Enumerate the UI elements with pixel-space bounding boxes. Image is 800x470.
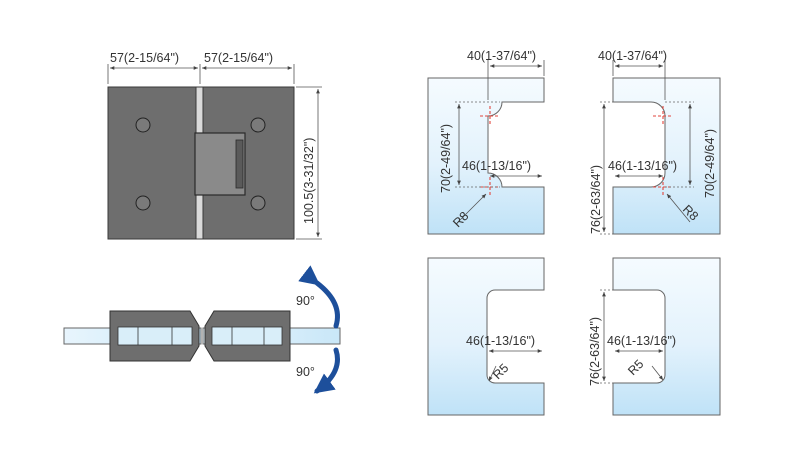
screw-icon (135, 117, 151, 133)
cutout-depth-label: 46(1-13/16") (608, 159, 677, 173)
glass-cutout-top-right (612, 77, 721, 235)
screw-icon (135, 195, 151, 211)
hinge-dimension-lines (107, 64, 322, 240)
cutout-top-right-dimensions (600, 60, 694, 235)
rotate-up-arrow-icon (298, 265, 340, 329)
rotation-angle-top-label: 90° (296, 294, 315, 308)
cutout-depth-label: 46(1-13/16") (607, 334, 676, 348)
hinge-width-right-label: 57(2-15/64") (204, 51, 273, 65)
hinge-knuckle-side (235, 139, 244, 189)
cutout-bottom-right-dimensions (600, 289, 664, 384)
cutout-top-left-dimensions (455, 60, 545, 223)
cutout-depth-label: 46(1-13/16") (466, 334, 535, 348)
radius-r5-label: R5 (490, 361, 511, 382)
cutout-height-70-label: 70(2-49/64") (703, 129, 717, 198)
rotate-down-arrow-icon (313, 347, 340, 394)
hinge-front-view (107, 86, 295, 240)
cutout-depth-label: 46(1-13/16") (462, 159, 531, 173)
cutout-bottom-left-dimensions (488, 349, 542, 382)
cutout-height-76-label: 76(2-63/64") (588, 317, 602, 386)
cutout-width-label: 40(1-37/64") (467, 49, 536, 63)
glass-cutout-bottom-left (427, 257, 545, 416)
hinge-height-label: 100.5(3-31/32") (302, 138, 316, 224)
hinge-width-left-label: 57(2-15/64") (110, 51, 179, 65)
rotation-angle-bottom-label: 90° (296, 365, 315, 379)
cutout-height-70-label: 70(2-49/64") (439, 124, 453, 193)
screw-icon (250, 195, 266, 211)
cutout-height-76-label: 76(2-63/64") (589, 165, 603, 234)
hinge-left-plate (107, 86, 197, 240)
hinge-side-view (63, 310, 341, 362)
radius-r5-label: R5 (625, 357, 646, 378)
screw-icon (250, 117, 266, 133)
cutout-width-label: 40(1-37/64") (598, 49, 667, 63)
